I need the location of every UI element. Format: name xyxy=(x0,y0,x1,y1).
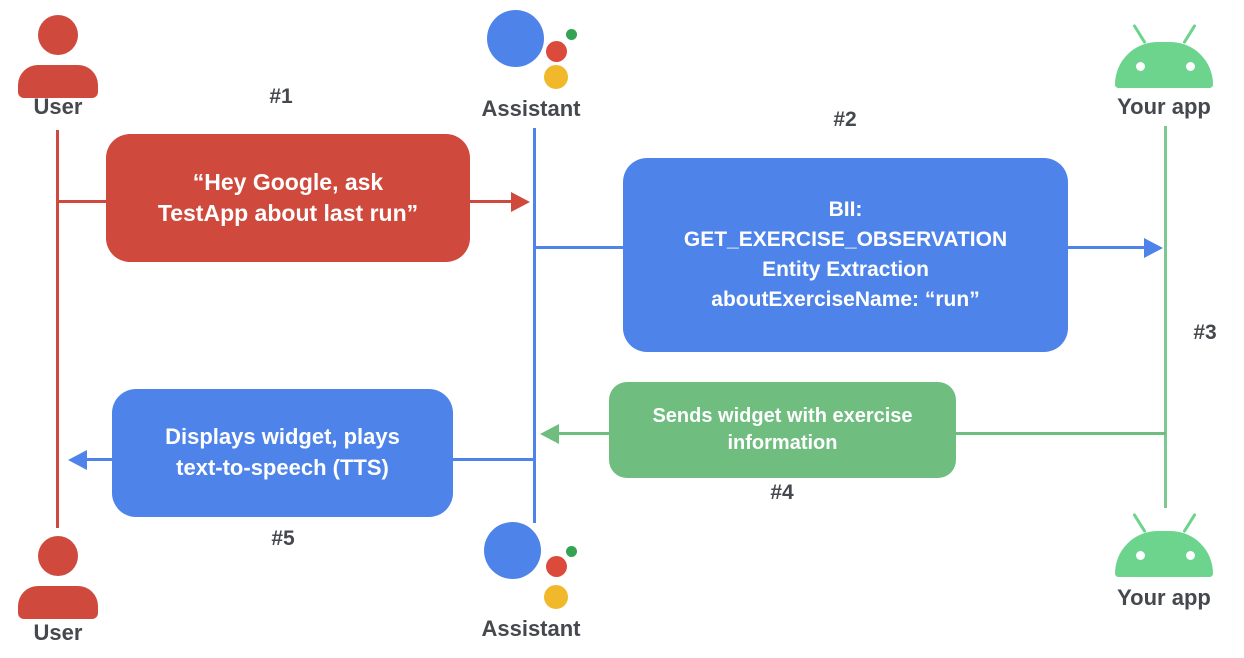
step-1-label: #1 xyxy=(269,85,293,108)
person-icon xyxy=(38,15,78,55)
arrow-left-icon xyxy=(68,450,87,470)
android-icon xyxy=(1182,23,1197,45)
message-4-box: Sends widget with exercise information xyxy=(609,382,956,478)
android-icon xyxy=(1132,512,1147,534)
assistant-icon xyxy=(484,522,541,579)
android-icon xyxy=(1136,551,1145,560)
assistant-icon xyxy=(487,10,544,67)
step-4-label: #4 xyxy=(770,481,794,504)
assistant-icon xyxy=(544,585,568,609)
message-1-box: “Hey Google, ask TestApp about last run” xyxy=(106,134,470,262)
android-icon xyxy=(1132,23,1147,45)
android-icon xyxy=(1186,62,1195,71)
user-lifeline xyxy=(56,130,59,528)
assistant-icon xyxy=(546,41,567,62)
assistant-icon xyxy=(544,65,568,89)
android-icon xyxy=(1136,62,1145,71)
person-icon xyxy=(18,586,98,619)
assistant-lifeline xyxy=(533,128,536,523)
assistant-top-label: Assistant xyxy=(481,96,581,121)
person-icon xyxy=(18,65,98,98)
arrow-left-icon xyxy=(540,424,559,444)
android-icon xyxy=(1115,531,1213,577)
person-icon xyxy=(38,536,78,576)
assistant-icon xyxy=(546,556,567,577)
assistant-icon xyxy=(566,29,577,40)
step-2-label: #2 xyxy=(833,108,857,131)
step-3-label: #3 xyxy=(1193,321,1217,344)
arrow-right-icon xyxy=(1144,238,1163,258)
your-app-top-label: Your app xyxy=(1117,94,1211,119)
message-2-box: BII: GET_EXERCISE_OBSERVATION Entity Ext… xyxy=(623,158,1068,352)
message-5-box: Displays widget, plays text-to-speech (T… xyxy=(112,389,453,517)
android-icon xyxy=(1115,42,1213,88)
user-top-label: User xyxy=(33,94,83,119)
android-icon xyxy=(1186,551,1195,560)
android-icon xyxy=(1182,512,1197,534)
assistant-bottom-label: Assistant xyxy=(481,616,581,641)
your-app-bottom-label: Your app xyxy=(1117,585,1211,610)
your-app-lifeline xyxy=(1164,126,1167,508)
arrow-right-icon xyxy=(511,192,530,212)
user-bottom-label: User xyxy=(33,620,83,645)
assistant-icon xyxy=(566,546,577,557)
step-5-label: #5 xyxy=(271,527,295,550)
